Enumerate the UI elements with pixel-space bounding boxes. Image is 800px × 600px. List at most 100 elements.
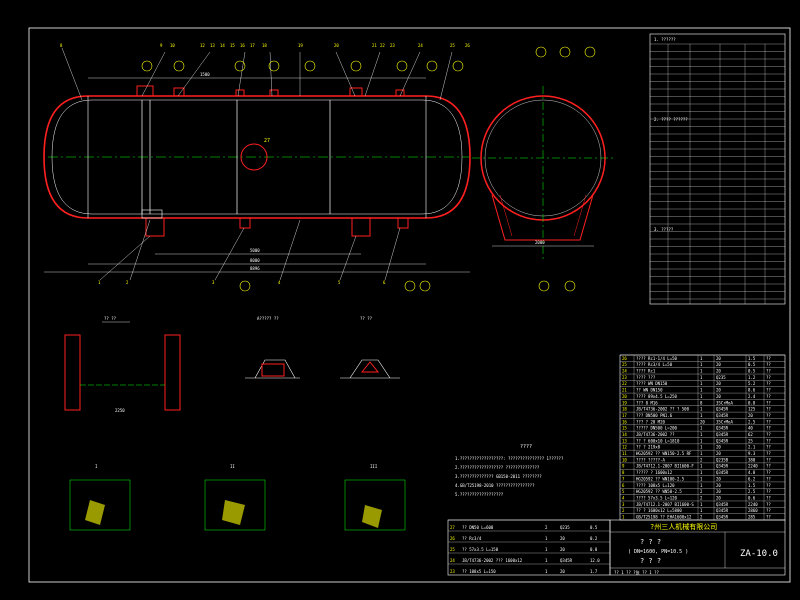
bom-cell: 1 (700, 451, 703, 456)
bom-cell: 6.2 (748, 476, 756, 481)
company-name: ?州三人机械有限公司 (650, 522, 717, 531)
mini-bom-cell: 20 (560, 536, 565, 541)
balloon-bottom-label: 2 (126, 280, 129, 285)
drawing-footer: ?? 1 ?? ?张 ?? 1 ?? (614, 569, 660, 575)
bom-cell: 13 (622, 438, 627, 443)
bom-cell: ???? WN DN150 (636, 381, 668, 386)
bom-cell: 21 (622, 388, 627, 393)
bom-cell: Q345R (716, 470, 729, 475)
bom-cell: ?? (766, 476, 771, 481)
saddle-left-pad (141, 209, 163, 219)
bom-cell: 1 (700, 483, 703, 488)
bom-cell: ?? (766, 426, 771, 431)
bom-cell: ?? (766, 394, 771, 399)
bom-cell: 8 (622, 470, 625, 475)
section-a-left-plate (64, 334, 81, 411)
bom-cell: 14 (622, 432, 627, 437)
bom-cell: 20 (716, 381, 721, 386)
mini-bom-cell: 0.8 (590, 547, 598, 552)
bom-cell: 1 (700, 362, 703, 367)
bom-cell: ?? (766, 470, 771, 475)
bom-cell: 1.5 (748, 483, 756, 488)
bom-cell: 22 (622, 381, 627, 386)
bom-cell: 9 (622, 464, 625, 469)
bom-cell: 20 (748, 413, 753, 418)
bom-cell: ?? (766, 407, 771, 412)
note-line: 4.GB/T25198-2010 ???????????????? (455, 483, 535, 488)
drawing-name-1: ? ? ? (640, 538, 661, 546)
bom-cell: ???? Rc1-1/4 L=50 (636, 356, 678, 361)
bom-cell: 9.3 (748, 451, 756, 456)
bom-cell: 6 (622, 483, 625, 488)
balloon-top-label: 16 (240, 43, 245, 48)
bom-cell: 0.6 (748, 495, 756, 500)
drawing-name-2: ( DN=1600, PN=10.5 ) (628, 549, 688, 555)
bom-cell: 2 (700, 457, 703, 462)
end-view-saddle (491, 194, 594, 241)
section-a-view: ?? ?? 2250 (64, 316, 181, 413)
mini-bom-cell: 26 (450, 536, 455, 541)
bom-cell: Q235B (716, 457, 729, 462)
bom-cell: ?? ? 219x8 (636, 445, 661, 450)
nozzle-table-title: 3. ????? (654, 227, 674, 232)
end-view-tags (535, 46, 596, 292)
balloon-bottom-label: 3 (212, 280, 215, 285)
bom-cell: 1 (700, 394, 703, 399)
bom-cell: Q345R (716, 426, 729, 431)
bom-cell: 2240 (748, 502, 758, 507)
bom-cell: ?? (766, 369, 771, 374)
mini-bom-cell: 24 (450, 558, 455, 563)
bom-cell: 2.5 (748, 419, 756, 424)
bom-cell: 19 (622, 400, 627, 405)
manhole-tag: 27 (264, 138, 270, 144)
bom-cell: 1 (700, 502, 703, 507)
bom-cell: 380 (748, 457, 756, 462)
note-line: 1.??????????????????: ??????????????? 1?… (455, 456, 564, 461)
mini-bom-cell: 12.0 (590, 558, 600, 563)
balloons-top: 8 9 10 12 13 14 15 16 17 18 19 20 21 22 … (60, 43, 470, 48)
bom-cell: ???? Rc1 (636, 369, 656, 374)
bom-cell: 4.8 (748, 470, 756, 475)
bom-cell: ?? (766, 400, 771, 405)
balloon-top-label: 18 (262, 43, 267, 48)
saddle-web (573, 194, 587, 237)
drawing-number: ZA-10.0 (740, 549, 778, 559)
balloon-top-label: 17 (250, 43, 255, 48)
bom-cell: 1 (700, 356, 703, 361)
nozzle-top-1 (136, 85, 154, 97)
bom-cell: ?? (766, 457, 771, 462)
bom-cell: 2.5 (748, 489, 756, 494)
mini-bom-cell: Q235 (560, 525, 570, 530)
bom-cell: ?? (766, 432, 771, 437)
bill-of-materials: 2 6 ???? Rc1-1/4 L=50 1 20 1.5?? 25 ???? Rc3/4 … (619, 354, 786, 521)
bom-cell: HG20592 ?? WN150-2.5 RF (636, 451, 692, 456)
bom-cell: 0.8 (748, 400, 756, 405)
bom-cell: 20 (716, 394, 721, 399)
bom-cell: JB/T4736-2002 ?? ? 500 (636, 407, 690, 412)
bom-cell: GB/T25198 ?? EHA1600x12 (636, 515, 692, 520)
nozzle-top-5 (349, 87, 363, 97)
bom-cell: ???? 89x4.5 L=250 (636, 394, 678, 399)
bom-cell: 2 (700, 495, 703, 500)
bom-cell: 35CrMoA (716, 419, 733, 424)
bom-cell: ?? (766, 388, 771, 393)
bom-cell: 17 (622, 413, 627, 418)
bom-cell: 3 (622, 502, 625, 507)
bom-cell: ?? (766, 508, 771, 513)
spec-grid-lines (650, 43, 785, 304)
bom-cell: 35CrMoA (716, 400, 733, 405)
bom-cell: ???? Rc3/4 L=50 (636, 362, 673, 367)
mini-bom-cell: 1 (545, 569, 548, 574)
weld-detail-a (261, 363, 285, 377)
nozzle-top-2 (173, 87, 185, 97)
bom-cell: JB/T4712.1-2007 BI1600-F (636, 464, 694, 469)
bom-cell: 0.5 (748, 362, 756, 367)
bom-cell: 25 (622, 362, 627, 367)
dim-saddle-label: 5000 (250, 248, 260, 253)
bom-cell: 8.6 (748, 388, 756, 393)
bom-cell: 20 (716, 489, 721, 494)
balloon-top-label: 10 (170, 43, 175, 48)
mini-bom-cell: 1.7 (590, 569, 598, 574)
vessel-elevation: 27 8896 8000 5000 1500 (43, 43, 471, 292)
